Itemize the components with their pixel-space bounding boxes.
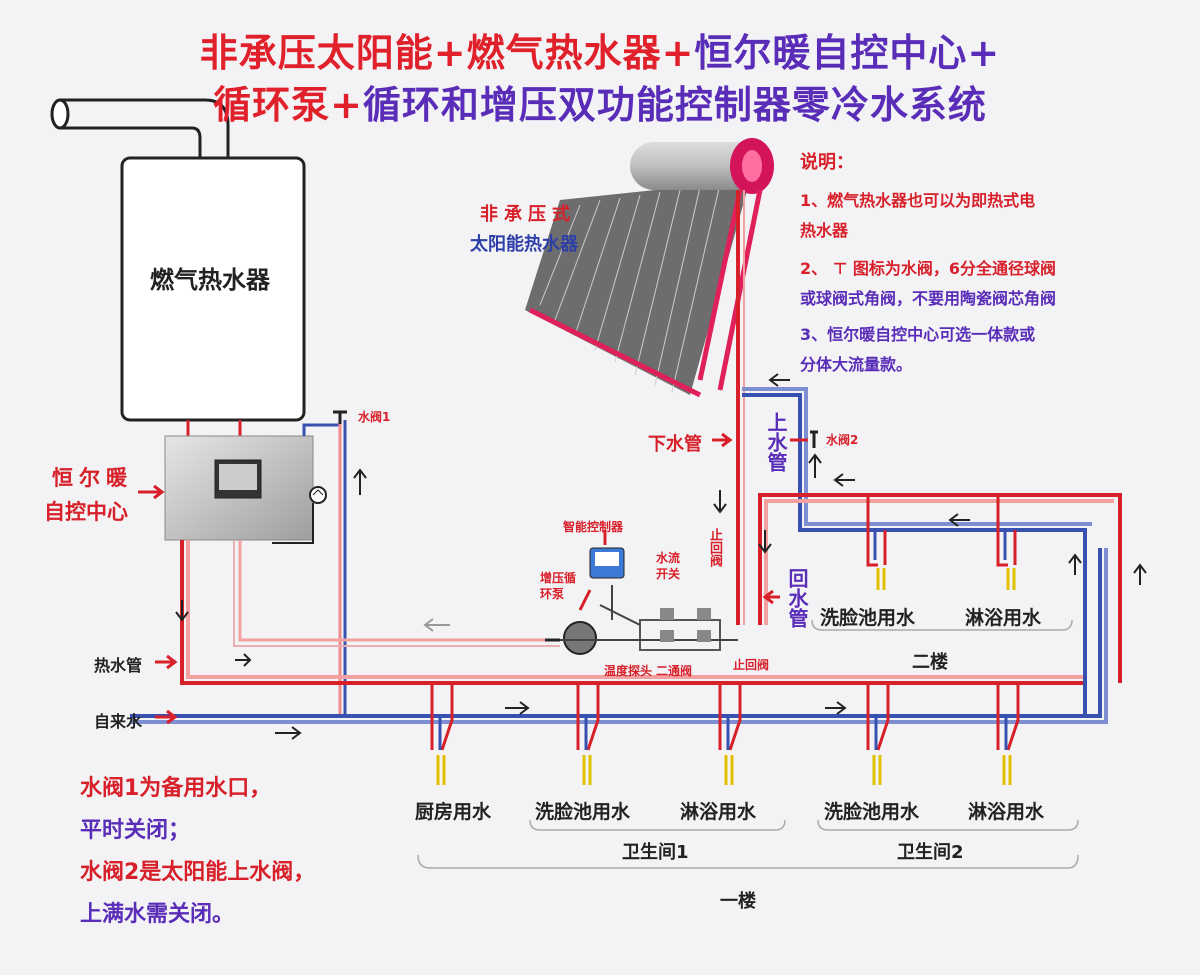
controller-label-1: 恒尔暖 (52, 466, 133, 490)
controller-label-2: 自控中心 (44, 500, 128, 524)
return-pipe-label: 回水管 (785, 568, 809, 628)
gas-heater (120, 156, 306, 422)
floor2-fixture-basin: 洗脸池用水 (820, 607, 916, 629)
boost-pump-label: 增压循环泵 (540, 571, 577, 601)
title-line-2-b: 循环和增压双功能控制器零冷水系统 (362, 83, 987, 127)
note-3b: 分体大流量款。 (800, 355, 913, 374)
temp-probe-label: 温度探头 (604, 664, 653, 678)
check-valve-label: 止回阀 (733, 658, 770, 672)
check-valve-vertical-label: 止回阀 (707, 528, 722, 567)
title-line-1: 非承压太阳能+燃气热水器+恒尔暖自控中心+ (0, 22, 1200, 77)
floor2-fixture-shower: 淋浴用水 (965, 607, 1042, 629)
solar-label-1: 非承压式 (480, 204, 576, 225)
gas-heater-label: 燃气热水器 (150, 266, 270, 294)
valve-1-label: 水阀1 (358, 410, 391, 424)
bottom-note-3: 水阀2是太阳能上水阀， (80, 860, 316, 885)
up-pipe-label: 上水管 (764, 412, 788, 472)
title-line-1-a: 非承压太阳能+燃气热水器+ (199, 31, 695, 75)
title-line-2-a: 循环泵+ (213, 83, 363, 127)
note-2b: 或球阀式角阀，不要用陶瓷阀芯角阀 (800, 289, 1057, 308)
note-1a: 1、燃气热水器也可以为即热式电 (800, 191, 1036, 210)
bottom-notes: 水阀1为备用水口， 平时关闭； 水阀2是太阳能上水阀， 上满水需关闭。 (80, 768, 315, 936)
notes-panel: 说明： 1、燃气热水器也可以为即热式电 热水器 2、 ⊤ 图标为水阀，6分全通径… (800, 148, 1056, 380)
note-2a: 2、 ⊤ 图标为水阀，6分全通径球阀 (800, 259, 1057, 278)
bath2-shower: 淋浴用水 (968, 801, 1045, 823)
bottom-note-2: 平时关闭； (80, 818, 191, 843)
solar-collector (525, 138, 774, 398)
bath2-label: 卫生间2 (897, 842, 964, 863)
bath2-basin: 洗脸池用水 (824, 801, 920, 823)
tap-water-label: 自来水 (94, 712, 143, 731)
title-line-1-b: 恒尔暖自控中心+ (694, 31, 1001, 75)
bottom-note-4: 上满水需关闭。 (80, 902, 235, 927)
floor1-kitchen: 厨房用水 (415, 801, 492, 823)
floor2-label: 二楼 (912, 652, 948, 673)
flow-switch-label: 水流开关 (656, 551, 681, 581)
floor1-label: 一楼 (720, 891, 756, 912)
smart-controller-label: 智能控制器 (563, 520, 624, 534)
valve-2-label: 水阀2 (826, 433, 859, 447)
bath1-basin: 洗脸池用水 (535, 801, 631, 823)
solar-label-2: 太阳能热水器 (470, 234, 578, 255)
bottom-note-1: 水阀1为备用水口， (80, 776, 272, 801)
two-way-valve-label: 二通阀 (656, 664, 693, 678)
title-line-2: 循环泵+循环和增压双功能控制器零冷水系统 (0, 74, 1200, 129)
note-1b: 热水器 (800, 221, 849, 240)
bath1-label: 卫生间1 (622, 842, 689, 863)
pump-assembly (545, 547, 738, 655)
bath1-shower: 淋浴用水 (680, 801, 757, 823)
hot-pipe-label: 热水管 (94, 656, 143, 675)
notes-heading: 说明： (800, 152, 854, 173)
down-pipe-label: 下水管 (648, 434, 702, 455)
flue-pipe (50, 98, 230, 160)
note-3a: 3、恒尔暖自控中心可选一体款或 (800, 325, 1036, 344)
